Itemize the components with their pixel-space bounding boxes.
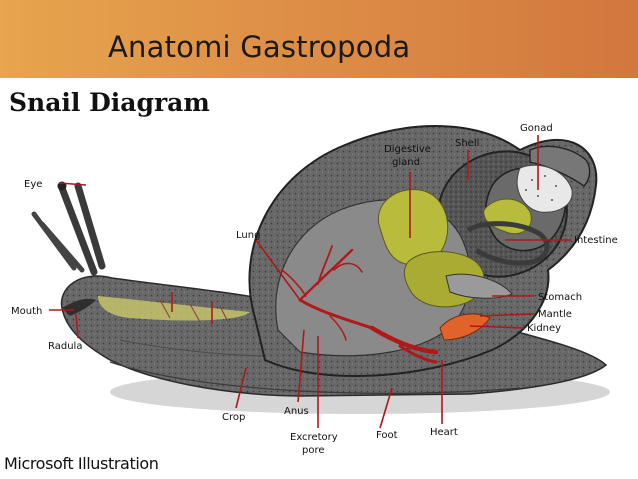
slide-title: Anatomi Gastropoda [108,30,411,64]
tentacles [31,181,106,276]
label-lung: Lung [236,230,260,241]
blood-vessels [281,245,439,364]
intestine [466,221,550,266]
label-kidney: Kidney [527,323,561,334]
label-radula: Radula [48,341,82,352]
title-banner [0,0,638,78]
illustration-credit: Microsoft Illustration [4,454,159,473]
label-anus: Anus [284,406,309,417]
label-intestine: Intestine [574,235,618,246]
label-leaders [49,135,571,429]
label-crop: Crop [222,412,245,423]
label-digestive-gland-1: Digestive [384,144,431,155]
label-excretory-pore-1: Excretory [290,432,338,443]
label-heart: Heart [430,427,458,438]
gonad [516,164,573,213]
digestive-gland [377,189,532,308]
label-stomach: Stomach [538,292,582,303]
label-mantle: Mantle [538,309,572,320]
label-foot: Foot [376,430,398,441]
label-eye: Eye [24,179,42,190]
diagram-title: Snail Diagram [9,88,210,117]
label-gonad: Gonad [520,123,553,134]
stomach [445,273,513,299]
label-excretory-pore-2: pore [302,445,325,456]
label-mouth: Mouth [11,306,42,317]
label-digestive-gland-2: gland [392,157,420,168]
kidney [439,313,491,341]
label-shell: Shell [455,138,479,149]
